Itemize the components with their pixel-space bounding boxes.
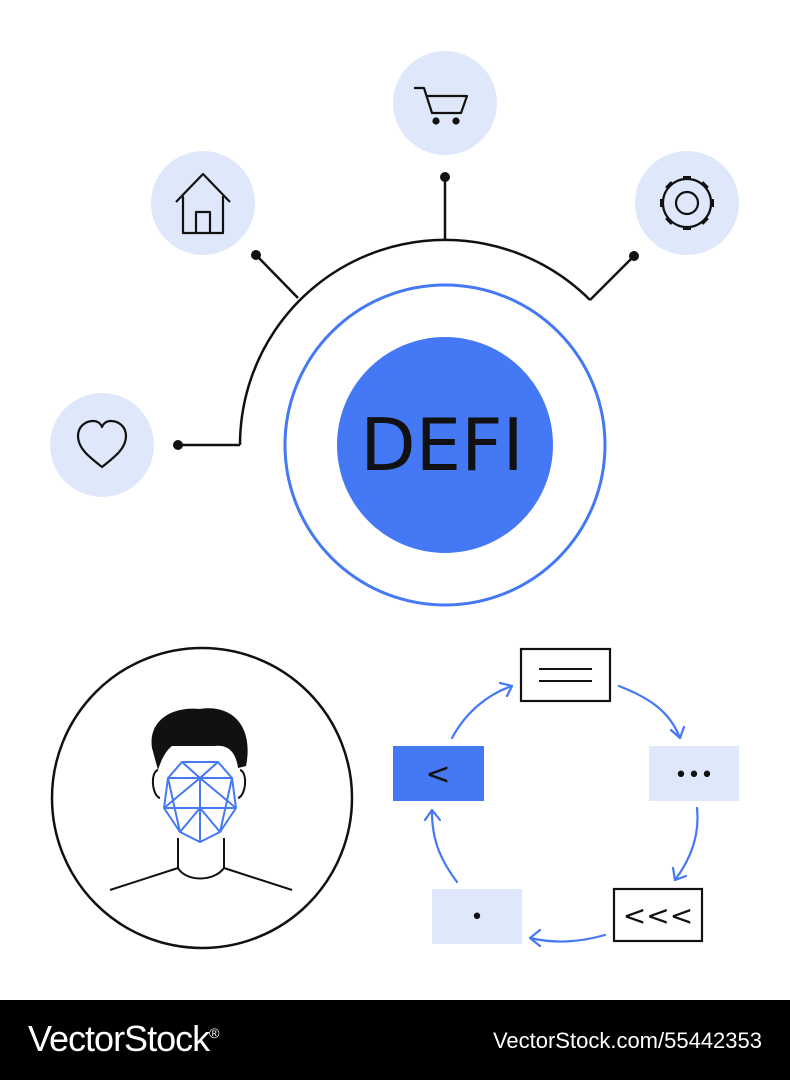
connector-dots	[173, 172, 639, 450]
brand-logo[interactable]: VectorStock®	[28, 1018, 219, 1060]
cart-bubble	[393, 51, 497, 155]
settings-bubble	[635, 151, 739, 255]
ellipsis-card: •••	[649, 746, 739, 801]
rewind-chevrons-card: <<<	[612, 887, 704, 943]
hub-connector-arc	[178, 177, 635, 447]
defi-label: DEFI	[360, 403, 524, 487]
rewind-glyph: <<<	[623, 899, 693, 932]
back-chevron-glyph: <	[425, 757, 450, 792]
home-icon	[175, 172, 231, 235]
back-chevron-card: <	[393, 746, 484, 801]
face-recognition-icon	[109, 708, 293, 891]
registered-mark: ®	[209, 1025, 219, 1041]
home-bubble	[151, 151, 255, 255]
cycle-arrows	[423, 681, 699, 948]
defi-center-disc	[337, 337, 553, 553]
brand-name: VectorStock	[28, 1018, 210, 1059]
shopping-cart-icon	[414, 86, 469, 125]
ellipsis-glyph: •••	[675, 763, 714, 788]
image-id-link[interactable]: VectorStock.com/55442353	[492, 1028, 762, 1053]
heart-bubble	[50, 393, 154, 497]
defi-illustration: DEFI	[50, 51, 739, 950]
defi-outer-ring	[283, 283, 607, 607]
footer-bar: VectorStock® VectorStock.com/55442353	[0, 1000, 790, 1080]
dot-card: •	[432, 889, 522, 944]
user-avatar-circle	[50, 646, 354, 950]
menu-lines-card	[519, 647, 612, 703]
gear-icon	[660, 176, 714, 230]
heart-icon	[76, 419, 128, 469]
dot-glyph: •	[471, 905, 484, 930]
